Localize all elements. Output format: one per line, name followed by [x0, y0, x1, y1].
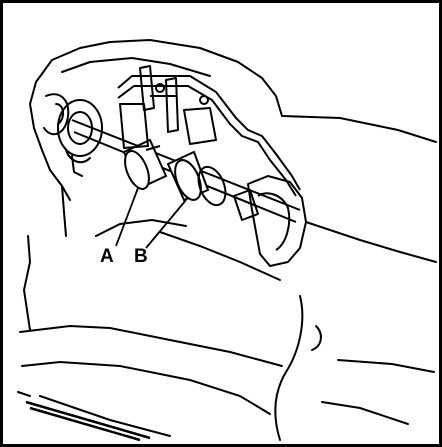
lower-bar — [25, 400, 151, 442]
body-panels — [17, 115, 437, 441]
leader-lines — [115, 187, 187, 249]
end-bracket — [197, 165, 307, 267]
engine-housing — [29, 39, 283, 201]
callout-a: A — [100, 246, 114, 267]
shaft-sleeves — [122, 138, 210, 202]
linkage-rods — [117, 65, 301, 197]
callout-b: B — [134, 246, 148, 267]
